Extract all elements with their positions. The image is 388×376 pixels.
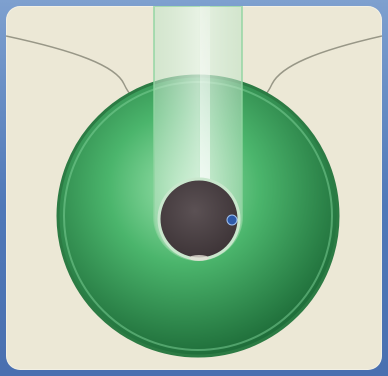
pore-highlight (189, 255, 209, 261)
illustration (6, 6, 382, 370)
image-card (6, 6, 382, 370)
particle-icon (227, 215, 237, 225)
